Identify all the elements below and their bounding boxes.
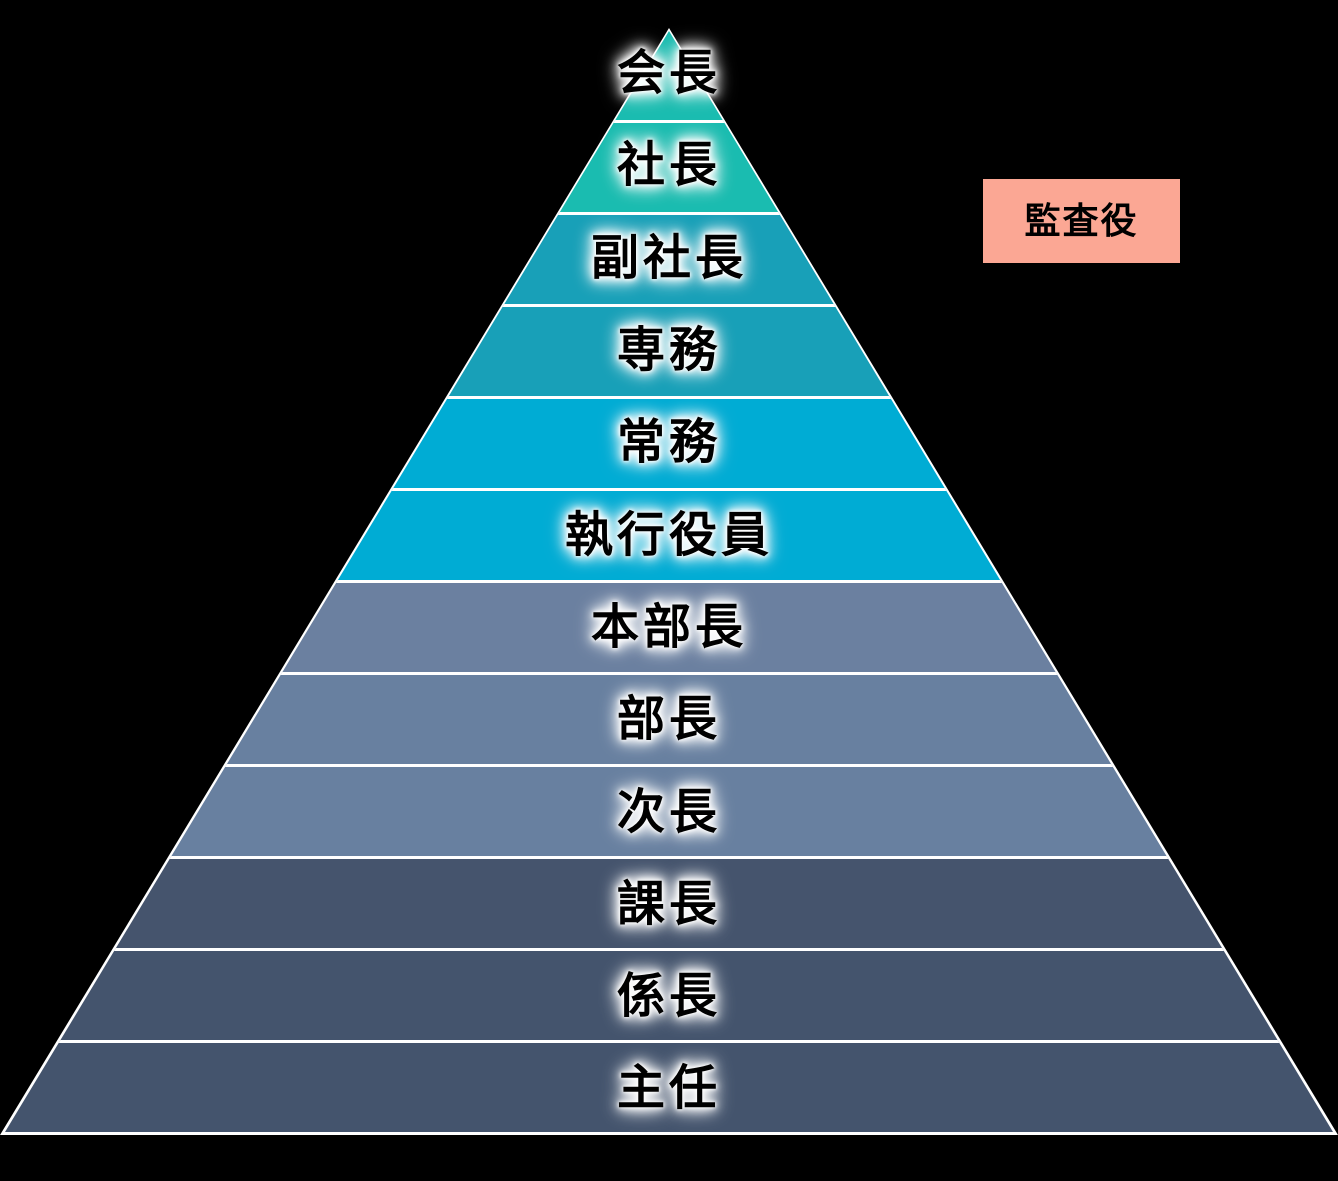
auditor-box-label: 監査役 xyxy=(1024,200,1139,241)
pyramid-band-10 xyxy=(5,856,1333,948)
pyramid-band-5 xyxy=(5,396,1333,488)
pyramid-band-6 xyxy=(5,488,1333,580)
auditor-box: 監査役 xyxy=(983,179,1180,263)
pyramid-band-4 xyxy=(5,304,1333,396)
pyramid-band-8 xyxy=(5,672,1333,764)
pyramid-band-1 xyxy=(5,31,1333,120)
pyramid-band-7 xyxy=(5,580,1333,672)
pyramid-band-12 xyxy=(5,1040,1333,1132)
pyramid-band-9 xyxy=(5,764,1333,856)
pyramid-band-11 xyxy=(5,948,1333,1040)
